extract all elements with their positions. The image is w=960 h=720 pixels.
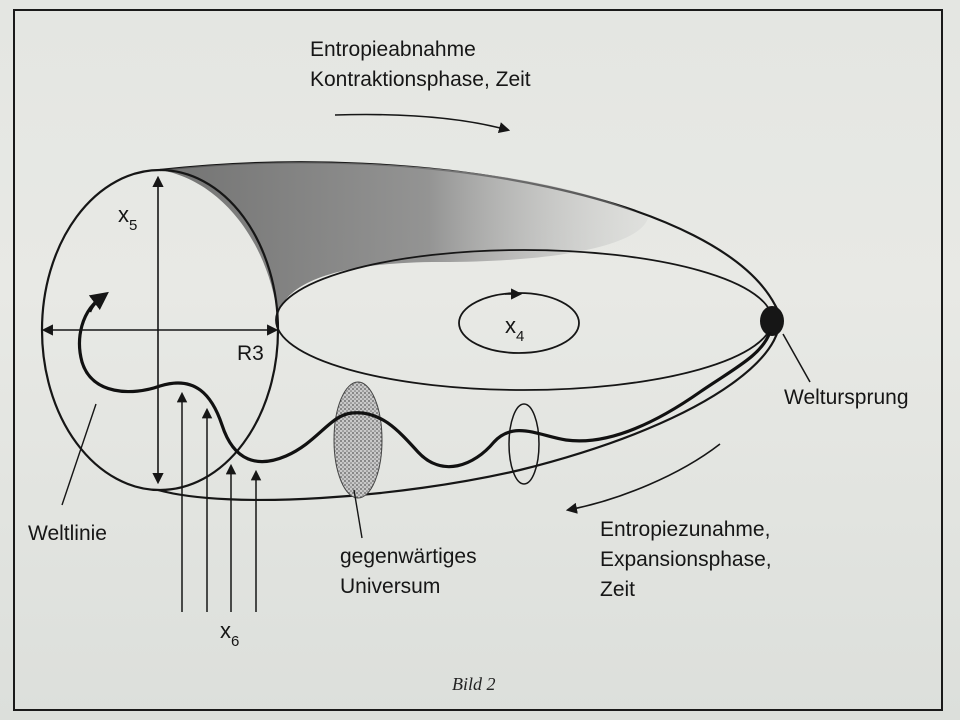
present-universe-section bbox=[333, 381, 383, 499]
present-universe-pointer bbox=[353, 489, 363, 539]
inner-ellipse bbox=[275, 249, 773, 391]
shaded-contraction-region bbox=[160, 162, 648, 318]
world-line-curve bbox=[77, 293, 772, 469]
contraction-label-line2: Kontraktionsphase, Zeit bbox=[310, 68, 531, 91]
world-line-arrow bbox=[88, 291, 109, 313]
x4-label: x4 bbox=[505, 313, 524, 345]
figure-frame bbox=[13, 9, 943, 711]
x5-label: x5 bbox=[118, 202, 137, 234]
world-origin-dot bbox=[760, 306, 784, 336]
radius-label: R3 bbox=[237, 342, 264, 365]
x6-sub: 6 bbox=[231, 633, 239, 650]
x4-base: x bbox=[505, 313, 516, 338]
contraction-arrow bbox=[334, 113, 511, 134]
contraction-label-line1: Entropieabnahme bbox=[310, 38, 476, 61]
world-origin-pointer bbox=[782, 333, 811, 383]
expansion-arrow bbox=[565, 443, 721, 514]
present-universe-label-line1: gegenwärtiges bbox=[340, 545, 477, 568]
x4-sub: 4 bbox=[516, 328, 524, 345]
world-line-label: Weltlinie bbox=[28, 522, 107, 545]
x6-label: x6 bbox=[220, 618, 239, 650]
x5-sub: 5 bbox=[129, 217, 137, 234]
expansion-label-line1: Entropiezunahme, bbox=[600, 518, 770, 541]
expansion-label-line3: Zeit bbox=[600, 578, 635, 601]
world-origin-label: Weltursprung bbox=[784, 386, 909, 409]
small-cross-section bbox=[508, 403, 540, 485]
figure-caption: Bild 2 bbox=[452, 674, 496, 694]
present-universe-label-line2: Universum bbox=[340, 575, 440, 598]
expansion-label-line2: Expansionsphase, bbox=[600, 548, 772, 571]
world-line-pointer bbox=[61, 403, 97, 506]
x6-base: x bbox=[220, 618, 231, 643]
x5-base: x bbox=[118, 202, 129, 227]
